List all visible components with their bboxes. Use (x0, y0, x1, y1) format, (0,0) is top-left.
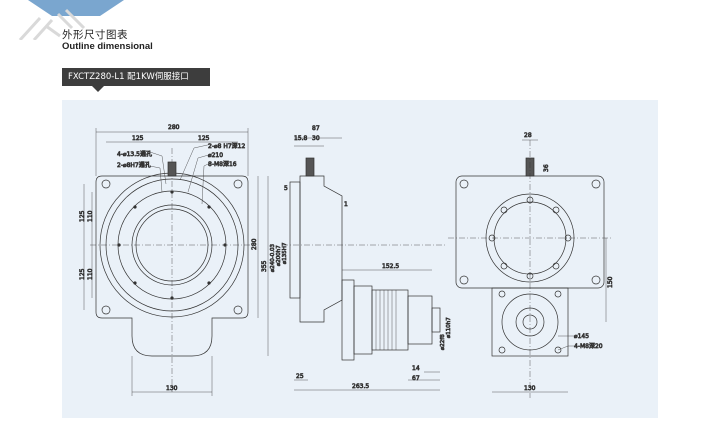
side-view (282, 137, 446, 391)
dim-back-28: 28 (524, 132, 532, 139)
side-adapter (353, 285, 373, 355)
dim-side-152-5: 152.5 (382, 263, 399, 270)
drawing-panel: 280 125 125 130 4-⌀13.5通孔 2-⌀8H7通孔 2-⌀8 … (62, 100, 658, 418)
side-body (299, 175, 343, 323)
note-holes-through: 4-⌀13.5通孔 (117, 150, 152, 158)
watermark-mark (18, 8, 86, 40)
front-connector (167, 161, 177, 177)
front-corner-hole (233, 305, 243, 315)
back-corner-hole (459, 275, 469, 285)
back-view (448, 139, 612, 398)
dim-side-15-8: 15.8 (294, 135, 308, 142)
side-motor-ribs (375, 290, 397, 350)
back-corner-hole (591, 179, 601, 189)
back-motor-hole (554, 346, 562, 354)
dim-side-87: 87 (312, 125, 320, 132)
front-view (83, 128, 269, 396)
note-back-m8: 4-M8深20 (574, 342, 603, 350)
dim-front-130: 130 (166, 385, 178, 392)
dim-side-1: 1 (344, 201, 348, 208)
page-title-cn: 外形尺寸图表 (62, 29, 128, 41)
dim-front-125-left: 125 (132, 135, 144, 142)
model-label-notch (92, 86, 104, 92)
dim-side-263-5: 263.5 (352, 383, 369, 390)
dim-side-5: 5 (284, 185, 288, 192)
dim-side-14: 14 (412, 365, 420, 372)
dim-front-left-125b: 125 (79, 268, 86, 280)
dim-front-280: 280 (168, 124, 180, 131)
back-bolt-ring (488, 196, 572, 280)
note-pin-depth: 2-⌀8 H7深12 (208, 142, 245, 150)
dim-front-left-125: 125 (79, 210, 86, 222)
dim-front-125-right: 125 (198, 135, 210, 142)
dim-back-150: 150 (607, 276, 614, 288)
dim-side-110h7: ⌀110h7 (446, 317, 452, 338)
side-flange (289, 181, 301, 299)
back-motor-hole (498, 290, 506, 298)
dim-side-22f8: ⌀22f8 (440, 334, 446, 350)
model-label: FXCTZ280-L1 配1KW伺服接口 (62, 68, 210, 86)
note-pin-through: 2-⌀8H7通孔 (117, 161, 151, 169)
back-motor-hole (554, 290, 562, 298)
front-corner-hole (233, 179, 243, 189)
dim-side-dia-240: ⌀240-0.03 (270, 243, 276, 272)
back-corner-hole (591, 275, 601, 285)
dim-side-25: 25 (296, 373, 304, 380)
back-motor-hole (498, 346, 506, 354)
side-connector (305, 157, 315, 177)
side-gear-housing (341, 279, 355, 361)
note-pcd: ⌀210 (208, 152, 223, 159)
page-title-en: Outline dimensional (62, 41, 153, 52)
back-corner-hole (459, 179, 469, 189)
technical-drawing: 280 125 125 130 4-⌀13.5通孔 2-⌀8H7通孔 2-⌀8 … (79, 124, 614, 398)
dim-side-67: 67 (412, 375, 420, 382)
front-body-outline (95, 175, 249, 357)
dim-front-280-v: 280 (251, 238, 258, 250)
dim-front-355: 355 (261, 260, 268, 272)
dim-back-36: 36 (543, 164, 550, 172)
front-corner-hole (101, 179, 111, 189)
side-shaft (431, 307, 441, 333)
dim-side-30: 30 (312, 135, 320, 142)
front-corner-hole (101, 305, 111, 315)
dim-side-dia-135: ⌀135H7 (282, 242, 288, 264)
dim-back-130: 130 (524, 385, 536, 392)
header-tab-shape (28, 0, 124, 16)
dim-front-left-110b: 110 (87, 268, 94, 280)
side-motor-flange (371, 289, 409, 351)
dim-front-left-110a: 110 (87, 210, 94, 222)
note-thread: 8-M8深16 (208, 160, 237, 168)
side-motor-body (407, 295, 433, 345)
dim-side-dia-200: ⌀200h7 (276, 245, 282, 266)
note-back-pcd-145: ⌀145 (574, 333, 589, 340)
